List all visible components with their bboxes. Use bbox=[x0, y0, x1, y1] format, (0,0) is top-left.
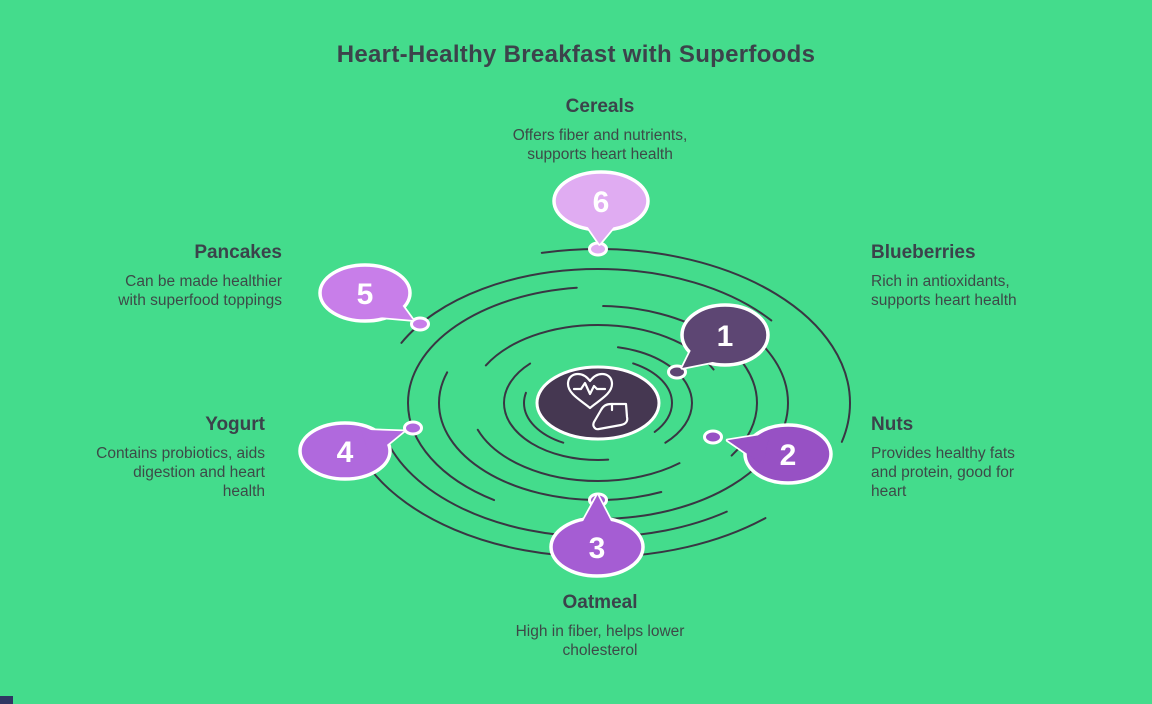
item-desc-yogurt: Contains probiotics, aids digestion and … bbox=[96, 445, 265, 500]
bubble-3-tail-cover bbox=[581, 495, 613, 525]
item-label-blueberries: Blueberries Rich in antioxidants, suppor… bbox=[871, 242, 1121, 310]
item-desc-nuts: Provides healthy fats and protein, good … bbox=[871, 445, 1015, 500]
orbit-ring-2 bbox=[469, 324, 727, 482]
bubble-4-number: 4 bbox=[337, 436, 354, 469]
bubble-1-number: 1 bbox=[717, 320, 734, 353]
item-label-nuts: Nuts Provides healthy fats and protein, … bbox=[871, 414, 1121, 501]
anchor-dot-2 bbox=[703, 429, 723, 445]
bubble-6-tail-cover bbox=[585, 223, 617, 244]
item-desc-oatmeal: High in fiber, helps lower cholesterol bbox=[515, 623, 685, 659]
item-name-nuts: Nuts bbox=[871, 414, 914, 435]
orbit-ring-0 bbox=[523, 357, 673, 449]
item-name-blueberries: Blueberries bbox=[871, 242, 976, 263]
bubble-1-tail-cover bbox=[682, 336, 718, 368]
bubble-1: 1 bbox=[680, 303, 770, 370]
bubble-4: 4 bbox=[298, 421, 406, 481]
item-name-cereals: Cereals bbox=[565, 96, 635, 117]
bubble-2-tail-cover bbox=[727, 433, 770, 465]
item-label-yogurt: Yogurt Contains probiotics, aids digesti… bbox=[20, 414, 265, 501]
anchor-dot-4 bbox=[403, 420, 423, 436]
bubble-4-tail-cover bbox=[361, 429, 404, 459]
footer-accent-chip bbox=[0, 696, 13, 704]
item-name-pancakes: Pancakes bbox=[194, 242, 282, 263]
center-badge bbox=[535, 365, 661, 441]
item-label-pancakes: Pancakes Can be made healthier with supe… bbox=[20, 242, 282, 310]
bubble-3-number: 3 bbox=[589, 532, 606, 565]
item-desc-blueberries: Rich in antioxidants, supports heart hea… bbox=[871, 273, 1017, 309]
page-title: Heart-Healthy Breakfast with Superfoods bbox=[336, 41, 816, 68]
bubble-6-number: 6 bbox=[593, 186, 610, 219]
item-desc-cereals: Offers fiber and nutrients, supports hea… bbox=[512, 127, 688, 163]
orbit-ring-1 bbox=[503, 345, 693, 461]
bubble-2: 2 bbox=[725, 423, 833, 485]
bubble-2-number: 2 bbox=[780, 439, 797, 472]
item-desc-pancakes: Can be made healthier with superfood top… bbox=[118, 273, 282, 309]
anchor-dot-5 bbox=[410, 316, 430, 332]
item-label-oatmeal: Oatmeal High in fiber, helps lower chole… bbox=[402, 592, 798, 660]
bubble-6: 6 bbox=[552, 170, 650, 246]
heart-muscle-icon bbox=[566, 372, 629, 431]
item-name-oatmeal: Oatmeal bbox=[562, 592, 638, 613]
item-label-cereals: Cereals Offers fiber and nutrients, supp… bbox=[402, 96, 798, 164]
item-name-yogurt: Yogurt bbox=[205, 414, 265, 435]
bubble-5: 5 bbox=[318, 263, 415, 323]
bubble-5-number: 5 bbox=[357, 278, 374, 311]
bubble-5-tail-cover bbox=[376, 290, 413, 320]
bubble-3: 3 bbox=[549, 493, 645, 578]
